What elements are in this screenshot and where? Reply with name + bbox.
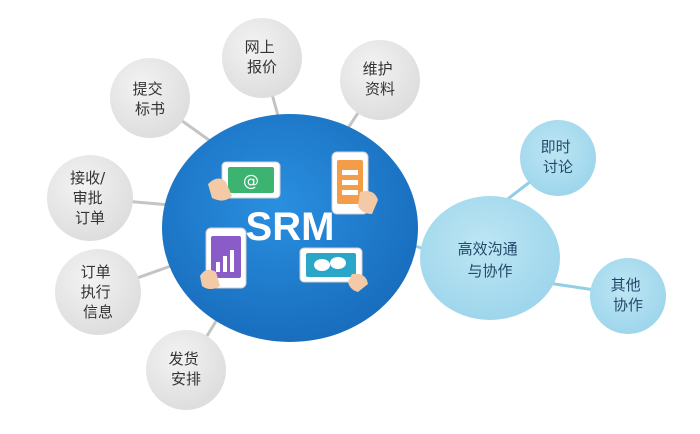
svg-text:@: @	[243, 171, 259, 190]
svg-text:维护 资料: 维护 资料	[363, 60, 398, 98]
svg-text:提交 标书: 提交 标书	[133, 80, 168, 118]
chat-phone-icon	[299, 247, 368, 292]
svg-text:订单 执行 信息: 订单 执行 信息	[81, 263, 116, 321]
connector-other-collab	[547, 281, 596, 292]
node-shipping-arrangement[interactable]: 发货 安排	[146, 330, 226, 410]
svg-text:接收/ 审批 订单: 接收/ 审批 订单	[70, 169, 110, 227]
node-instant-discussion[interactable]: 即时 讨论	[520, 120, 596, 196]
svg-text:即时 讨论: 即时 讨论	[541, 138, 576, 176]
svg-text:高效沟通 与协作: 高效沟通 与协作	[458, 240, 523, 280]
node-online-quote[interactable]: 网上 报价	[222, 18, 302, 98]
node-order-execution-info[interactable]: 订单 执行 信息	[55, 249, 141, 335]
node-submit-bid[interactable]: 提交 标书	[110, 58, 190, 138]
svg-text:网上 报价: 网上 报价	[245, 38, 280, 76]
chart-phone-icon	[200, 227, 247, 289]
node-efficient-communication[interactable]: 高效沟通 与协作	[420, 196, 560, 320]
node-other-collaboration[interactable]: 其他 协作	[590, 258, 666, 334]
node-receive-approve-order[interactable]: 接收/ 审批 订单	[47, 155, 133, 241]
svg-text:其他 协作: 其他 协作	[611, 276, 646, 314]
svg-text:发货 安排: 发货 安排	[169, 350, 204, 388]
srm-core: SRM @	[162, 114, 418, 342]
node-maintain-data[interactable]: 维护 资料	[340, 40, 420, 120]
email-phone-icon: @	[208, 161, 281, 201]
document-phone-icon	[331, 151, 378, 215]
srm-title: SRM	[246, 205, 335, 249]
